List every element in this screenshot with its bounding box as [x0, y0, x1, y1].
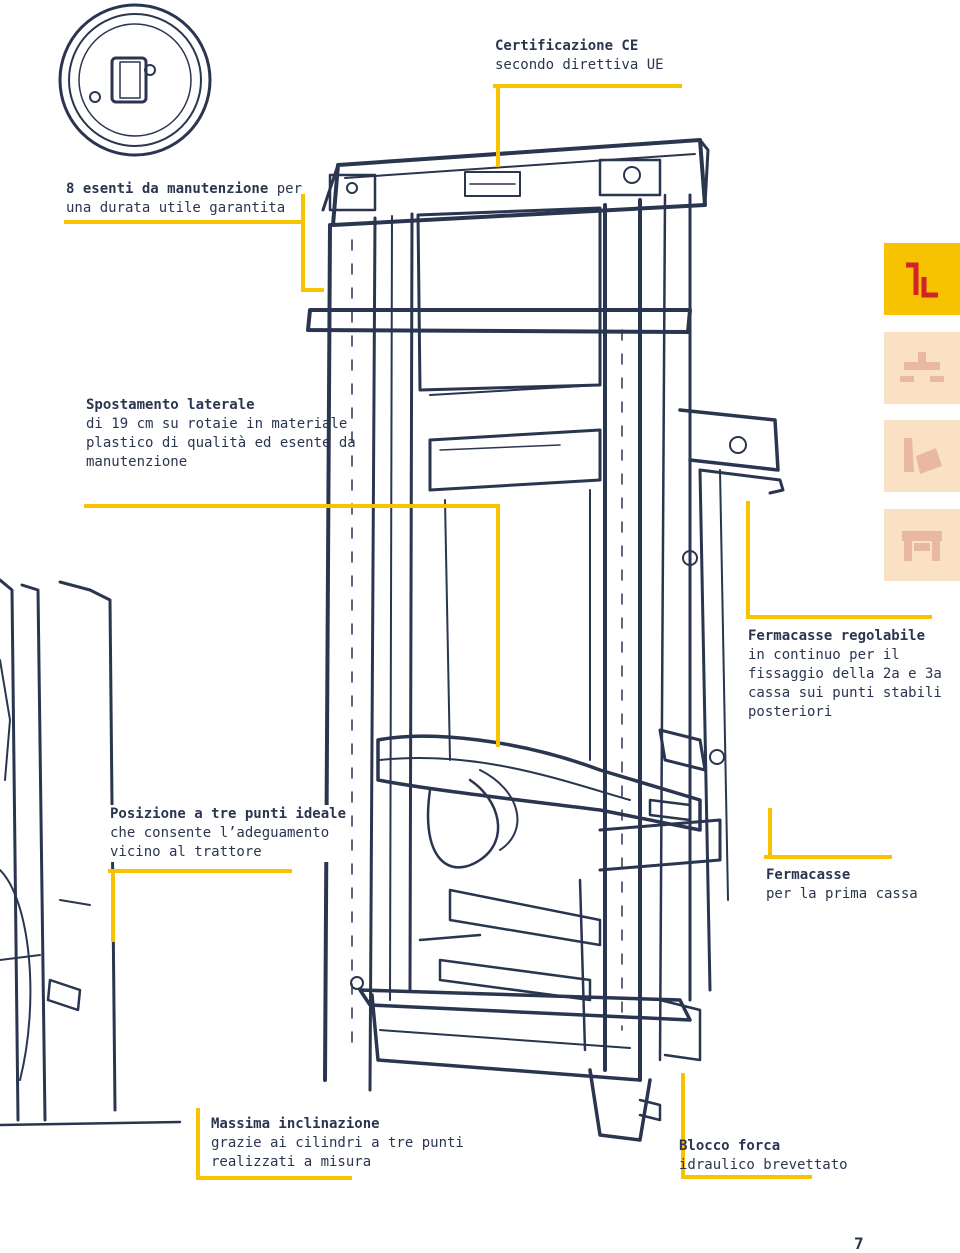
mast-top-frame	[321, 138, 710, 227]
tab-clamp[interactable]	[884, 509, 960, 581]
callout-title-suffix: per	[268, 181, 303, 197]
callout-text: manutenzione	[86, 454, 188, 470]
callout-certification: Certificazione CE secondo direttiva UE	[495, 37, 664, 75]
tab-tipper[interactable]	[884, 420, 960, 492]
leader-lines	[64, 84, 932, 1180]
callout-title: Posizione a tre punti ideale	[110, 806, 347, 822]
callout-text: che consente l’adeguamento	[110, 825, 330, 841]
callout-title: Massima inclinazione	[211, 1116, 380, 1132]
callout-title: Spostamento laterale	[86, 397, 255, 413]
callout-title: Fermacasse regolabile	[748, 628, 926, 644]
cross-bar	[306, 308, 692, 334]
side-bracket	[678, 408, 785, 992]
callout-text: una durata utile garantita	[66, 200, 286, 216]
callout-lateral: Spostamento laterale di 19 cm su rotaie …	[86, 396, 356, 472]
tab-platform[interactable]	[884, 332, 960, 404]
callout-text: in continuo per il	[748, 647, 900, 663]
platform-icon	[900, 352, 944, 382]
carriage	[376, 728, 725, 1052]
callout-text: fissaggio della 2a e 3a	[748, 666, 942, 682]
base-frame	[350, 976, 702, 1142]
tipper-icon	[904, 438, 942, 474]
callout-text: idraulico brevettato	[679, 1157, 848, 1173]
callout-wheels: 8 esenti da manutenzione per una durata …	[66, 180, 302, 218]
callout-text: per la prima cassa	[766, 886, 918, 902]
callout-title: Certificazione CE	[495, 38, 639, 54]
callout-tilt: Massima inclinazione grazie ai cilindri …	[211, 1115, 464, 1172]
callout-text: posteriori	[748, 704, 833, 720]
callout-text: di 19 cm su rotaie in materiale	[86, 416, 348, 432]
tab-1l[interactable]	[884, 243, 960, 315]
callout-title: Fermacasse	[766, 867, 851, 883]
callout-text: plastico di qualità ed esente da	[86, 435, 356, 451]
callout-text: secondo direttiva UE	[495, 57, 664, 73]
callout-text: realizzati a misura	[211, 1154, 372, 1170]
clamp-icon	[902, 531, 942, 561]
page-number: 7	[854, 1234, 864, 1253]
callout-first-stop: Fermacasse per la prima cassa	[766, 866, 918, 904]
callout-lock: Blocco forca idraulico brevettato	[679, 1137, 848, 1175]
callout-text: cassa sui punti stabili	[748, 685, 942, 701]
left-upright	[323, 212, 414, 1092]
callout-three-point: Posizione a tre punti ideale che consent…	[110, 805, 351, 862]
callout-text: vicino al trattore	[110, 844, 262, 860]
1l-logo-icon	[906, 262, 938, 298]
callout-text: grazie ai cilindri a tre punti	[211, 1135, 464, 1151]
callout-adjustable-stops: Fermacasse regolabile in continuo per il…	[748, 627, 942, 722]
callout-title: Blocco forca	[679, 1138, 781, 1154]
callout-title: 8 esenti da manutenzione	[66, 181, 269, 197]
upper-window	[416, 206, 602, 392]
right-upright	[603, 193, 692, 1082]
wheel-detail-icon	[58, 3, 212, 157]
